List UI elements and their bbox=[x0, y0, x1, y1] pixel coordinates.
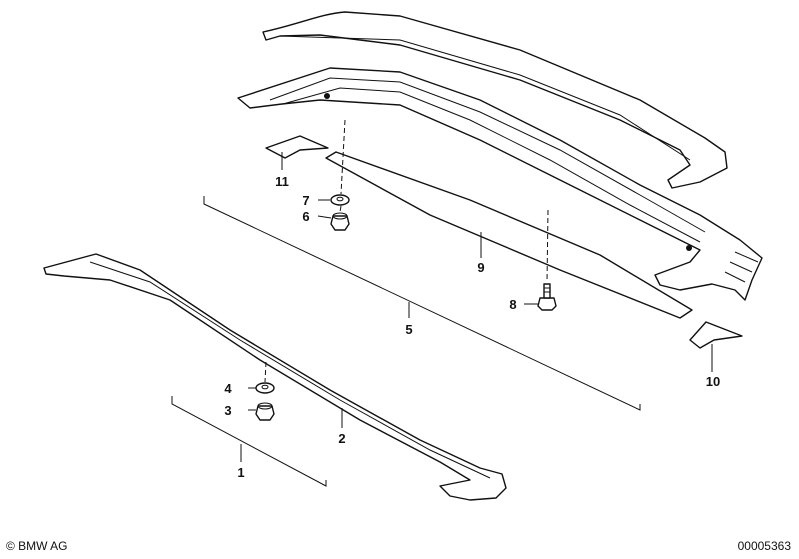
pad-11 bbox=[265, 135, 329, 159]
nut-6 bbox=[330, 212, 350, 231]
spoiler-main-body bbox=[237, 67, 763, 301]
copyright-notice: © BMW AG bbox=[6, 539, 68, 553]
callout-1: 1 bbox=[237, 465, 244, 480]
callout-2: 2 bbox=[338, 431, 345, 446]
nut-3 bbox=[255, 402, 275, 421]
bolt-8 bbox=[537, 283, 557, 311]
callout-5: 5 bbox=[405, 322, 412, 337]
spoiler-lower-lip bbox=[43, 253, 507, 501]
callout-11: 11 bbox=[275, 174, 289, 189]
washer-4 bbox=[255, 382, 275, 394]
callout-9: 9 bbox=[477, 260, 484, 275]
callout-3: 3 bbox=[224, 403, 231, 418]
sealing-strip-9 bbox=[325, 151, 693, 319]
callout-7: 7 bbox=[302, 193, 309, 208]
callout-10: 10 bbox=[706, 374, 720, 389]
callout-8: 8 bbox=[509, 297, 516, 312]
document-number: 00005363 bbox=[737, 539, 791, 553]
callout-4: 4 bbox=[224, 381, 232, 396]
callout-6: 6 bbox=[302, 209, 309, 224]
spoiler-top-cover bbox=[262, 11, 728, 189]
washer-7 bbox=[330, 194, 350, 206]
pad-10 bbox=[689, 321, 743, 349]
